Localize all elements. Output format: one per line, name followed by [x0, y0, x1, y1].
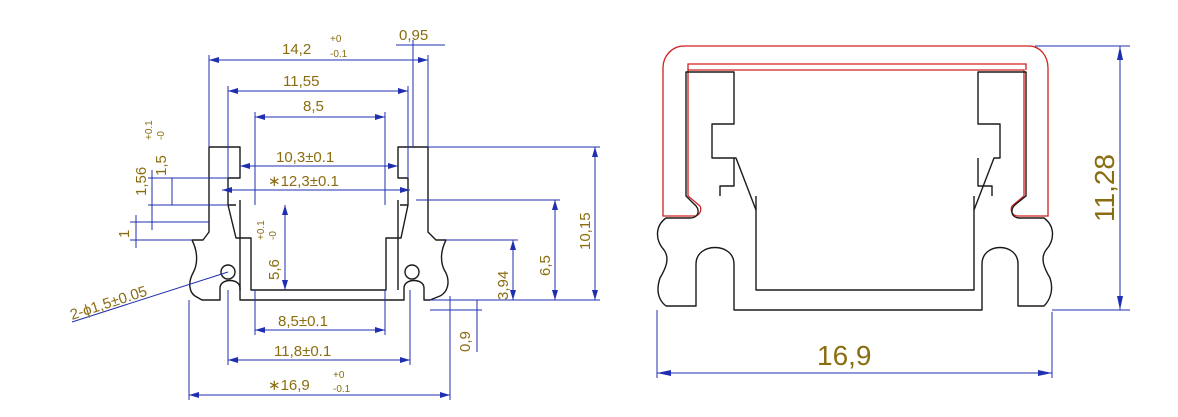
left-profile-cavity [228, 200, 408, 290]
label-overall-width: ∗16,9 [268, 377, 310, 394]
label-width-top-tol-minus: -0.1 [330, 49, 348, 60]
label-base-width: 11,8±0.1 [274, 343, 331, 360]
left-hole-right [404, 264, 420, 280]
label-right-width: 16,9 [817, 340, 872, 371]
left-hole-left [220, 264, 236, 280]
cover-outline [662, 45, 1049, 217]
label-depth-tol-plus: +0.1 [256, 220, 267, 240]
label-step: 1 [116, 230, 133, 238]
left-dimensions [71, 40, 600, 400]
left-profile-outline [189, 146, 449, 301]
left-profile [189, 146, 449, 301]
label-width-top: 14,2 [282, 41, 311, 58]
right-profile-channel [719, 158, 993, 210]
label-holes: 2-ϕ1,5±0.05 [68, 283, 149, 324]
label-lip-height: 1,56 [133, 167, 150, 196]
label-mid-height: 6,5 [537, 255, 554, 276]
label-right-height: 11,28 [1089, 154, 1120, 222]
label-cavity-width: 10,3±0.1 [276, 149, 334, 166]
label-bottom-gap: 0,9 [457, 331, 474, 352]
label-overall-tol-minus: -0.1 [333, 384, 351, 395]
label-opening: 8,5 [303, 98, 324, 115]
label-cavity-width-key: ∗12,3±0.1 [268, 173, 339, 190]
label-overall-tol-plus: +0 [333, 370, 345, 381]
label-lip-tol-plus: +0.1 [144, 120, 155, 140]
left-labels: 14,2 +0 -0.1 0,95 11,55 8,5 10,3±0.1 ∗12… [68, 27, 594, 395]
label-depth: 5,6 [266, 259, 283, 280]
label-floor-width: 8,5±0.1 [278, 313, 328, 330]
label-total-height: 10,15 [577, 212, 594, 250]
cover-inner [687, 63, 1027, 70]
label-lip-tol-minus: -0 [156, 131, 167, 140]
right-profile [656, 45, 1054, 311]
label-wall: 0,95 [399, 27, 428, 44]
right-profile-outline [656, 71, 1054, 311]
label-width-top-tol-plus: +0 [330, 34, 342, 45]
label-depth-tol-minus: -0 [268, 231, 279, 240]
label-base-height: 3,94 [495, 271, 512, 300]
right-labels: 11,28 16,9 [817, 154, 1120, 371]
right-dimensions [656, 45, 1130, 378]
label-inner-top: 11,55 [283, 73, 319, 90]
label-lip-height-2: 1,5 [153, 155, 170, 176]
